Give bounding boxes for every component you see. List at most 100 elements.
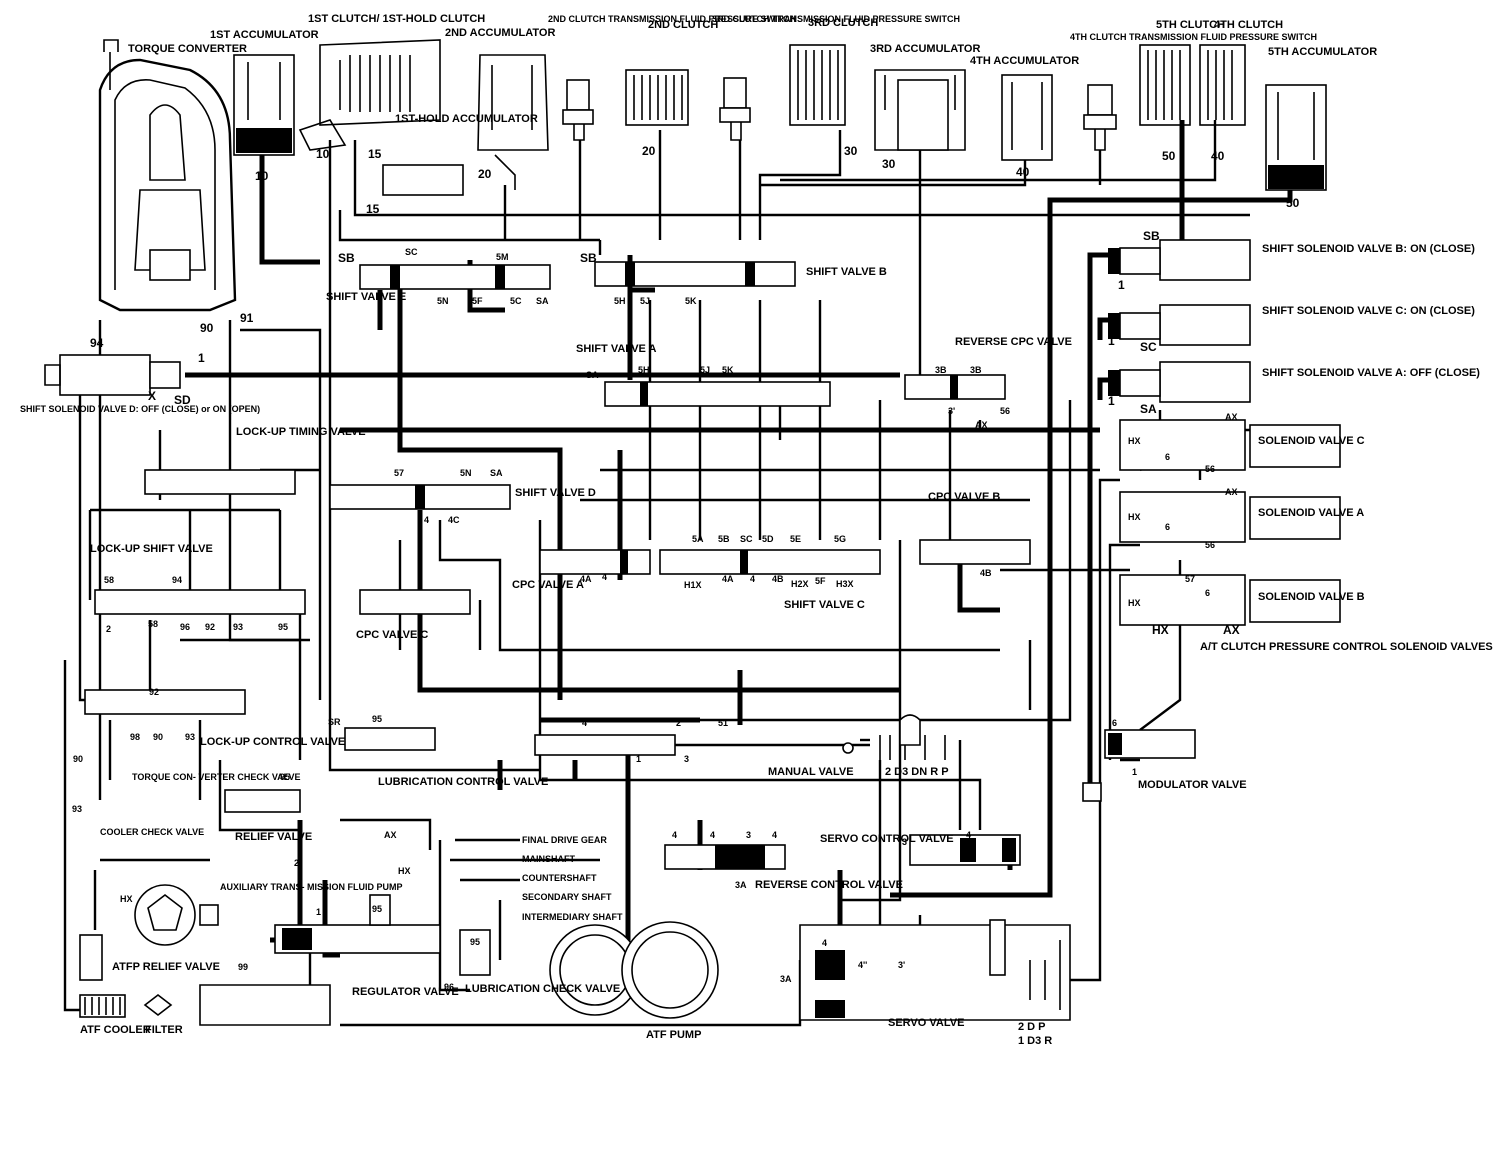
label-servo-positions-top: 2 D P — [1018, 1021, 1046, 1033]
port-label-p56: 56 — [1205, 540, 1215, 550]
label-clutch2: 2ND CLUTCH — [648, 19, 718, 31]
port-label-pSB: SB — [338, 251, 355, 265]
port-label-p5G: 5G — [834, 534, 846, 544]
port-label-p4: 4 — [710, 830, 715, 840]
port-label-p3B: 3B — [970, 365, 982, 375]
port-label-p56: 56 — [1205, 464, 1215, 474]
port-label-p99: 99 — [238, 962, 248, 972]
port-label-pSR: SR — [328, 717, 341, 727]
port-label-pSC: SC — [740, 534, 753, 544]
shift-solenoid-d — [44, 354, 181, 396]
port-label-p90: 90 — [73, 754, 83, 764]
port-label-p5E: 5E — [790, 534, 801, 544]
port-label-p98: 98 — [130, 732, 140, 742]
atf-cooler — [79, 994, 126, 1018]
label-acc5: 5TH ACCUMULATOR — [1268, 46, 1377, 58]
label-cooler-check: COOLER CHECK VALVE — [100, 827, 204, 837]
port-label-p15: 15 — [366, 202, 380, 216]
port-label-p95: 95 — [280, 772, 290, 782]
port-label-p30: 30 — [844, 144, 858, 158]
port-label-pAX: AX — [975, 420, 988, 430]
port-label-p2: 2 — [294, 858, 299, 868]
atf-pump — [549, 921, 719, 1019]
port-label-p50: 50 — [1286, 196, 1300, 210]
port-label-p93: 93 — [233, 622, 243, 632]
label-ss-a: SHIFT SOLENOID VALVE A: OFF (CLOSE) — [1262, 367, 1480, 379]
port-label-p5H: 5H — [614, 296, 626, 306]
port-label-pHX: HX — [120, 894, 133, 904]
port-label-p1: 1 — [1118, 278, 1125, 292]
label-manual: MANUAL VALVE — [768, 766, 854, 778]
port-label-p20: 20 — [642, 144, 656, 158]
port-label-pH3X: H3X — [836, 579, 854, 589]
port-label-p93: 93 — [72, 804, 82, 814]
first-accumulator — [233, 54, 295, 156]
label-sol-b: SOLENOID VALVE B — [1258, 591, 1365, 603]
port-label-p90: 90 — [200, 321, 214, 335]
auxiliary-pump — [134, 884, 219, 946]
shift-valve-c — [659, 549, 881, 575]
shift-solenoid-c — [1108, 304, 1251, 346]
label-final-drive: FINAL DRIVE GEAR — [522, 835, 607, 845]
label-acc2: 2ND ACCUMULATOR — [445, 27, 555, 39]
label-lu-timing: LOCK-UP TIMING VALVE — [236, 426, 366, 438]
label-atf-cooler: ATF COOLER — [80, 1024, 151, 1036]
port-label-p5B: 5B — [718, 534, 730, 544]
lock-up-control-valve — [84, 689, 246, 715]
cpc-valve-b — [919, 539, 1031, 565]
port-label-pX: X — [148, 389, 156, 403]
port-label-pH1X: H1X — [684, 580, 702, 590]
port-label-p6: 6 — [1112, 718, 1117, 728]
lubrication-check-valve — [459, 929, 491, 976]
shift-solenoid-b — [1108, 239, 1251, 281]
label-cpc-c: CPC VALVE C — [356, 629, 428, 641]
port-label-pSA: SA — [586, 370, 599, 380]
port-label-p6: 6 — [1165, 522, 1170, 532]
port-label-p3A: 3A — [780, 974, 792, 984]
label-torque-converter: TORQUE CONVERTER — [128, 43, 247, 55]
port-label-p4C: 4C — [448, 515, 460, 525]
solenoid-valve-c-box — [1119, 419, 1341, 471]
cpc-valve-c — [359, 589, 471, 615]
port-label-p3: 3 — [902, 837, 907, 847]
label-servo: SERVO VALVE — [888, 1017, 964, 1029]
label-shift-c: SHIFT VALVE C — [784, 599, 865, 611]
port-label-p5H: 5H — [638, 365, 650, 375]
port-label-p1: 1 — [1108, 334, 1115, 348]
third-clutch — [789, 44, 846, 126]
port-label-p57: 57 — [394, 468, 404, 478]
port-label-p94: 94 — [90, 336, 104, 350]
port-label-p5D: 5D — [762, 534, 774, 544]
port-label-p57: 57 — [1185, 574, 1195, 584]
port-label-p3prime: 3' — [898, 960, 905, 970]
port-label-p4: 4 — [672, 830, 677, 840]
port-label-p3A: 3A — [735, 880, 747, 890]
port-label-pHX: HX — [1152, 623, 1169, 637]
port-label-p4: 4 — [822, 938, 827, 948]
label-lu-control: LOCK-UP CONTROL VALVE — [200, 736, 345, 748]
port-label-p6: 6 — [1165, 452, 1170, 462]
fourth-clutch — [1199, 44, 1246, 126]
port-label-p4A: 4A — [722, 574, 734, 584]
label-filter: FILTER — [145, 1024, 183, 1036]
shift-valve-d — [329, 484, 511, 510]
shift-valve-b — [594, 261, 796, 287]
port-label-p3B: 3B — [935, 365, 947, 375]
port-label-pSC: SC — [1140, 340, 1157, 354]
label-ss-b: SHIFT SOLENOID VALVE B: ON (CLOSE) — [1262, 243, 1475, 255]
port-label-p4: 4 — [750, 574, 755, 584]
label-lu-shift: LOCK-UP SHIFT VALVE — [90, 543, 213, 555]
label-acc4: 4TH ACCUMULATOR — [970, 55, 1079, 67]
port-label-p40: 40 — [1211, 149, 1225, 163]
port-label-pSB: SB — [1143, 229, 1160, 243]
label-modulator: MODULATOR VALVE — [1138, 779, 1247, 791]
port-label-p50: 50 — [1162, 149, 1176, 163]
port-label-p51: 51 — [718, 718, 728, 728]
port-label-pSA: SA — [490, 468, 503, 478]
cpc-valve-a — [539, 549, 651, 575]
first-clutch — [298, 39, 441, 151]
port-label-pAX: AX — [384, 830, 397, 840]
port-label-pSA: SA — [536, 296, 549, 306]
